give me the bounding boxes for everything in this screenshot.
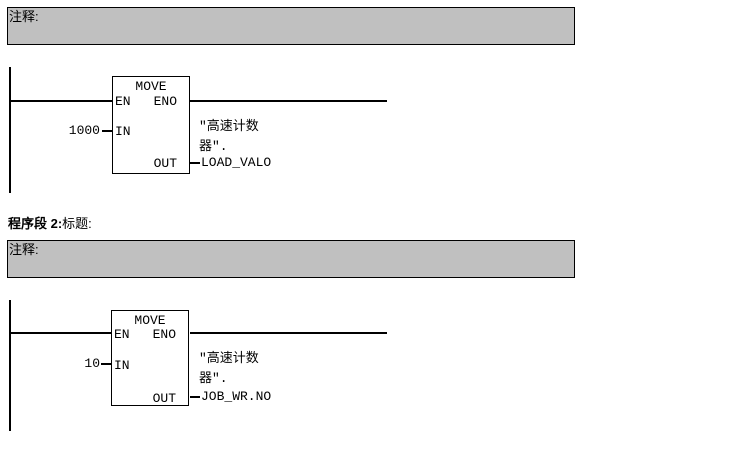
network1-in-wire <box>102 130 112 132</box>
network1-eno-wire <box>190 100 387 102</box>
network1-block-title: MOVE <box>135 79 167 94</box>
network1-move-block[interactable]: MOVE EN ENO IN OUT <box>112 76 190 174</box>
network2-header[interactable]: 程序段 2:标题: <box>8 216 92 231</box>
network2-out-wire <box>190 396 200 398</box>
network2-out-operand[interactable]: JOB_WR.NO <box>201 389 272 404</box>
network1-en-wire <box>9 100 112 102</box>
network1-power-rail <box>9 67 11 193</box>
network1-db-label-line1[interactable]: "高速计数 <box>199 119 259 134</box>
network1-pin-in: IN <box>115 124 131 139</box>
network2-header-number: 程序段 2: <box>8 216 63 231</box>
network1-pin-en: EN <box>115 94 131 109</box>
network2-header-title: 标题: <box>62 216 92 231</box>
network1-db-label-line2[interactable]: 器". <box>199 139 228 154</box>
network2-power-rail <box>9 300 11 431</box>
network1-out-operand[interactable]: LOAD_VALO <box>201 155 272 170</box>
network2-move-block[interactable]: MOVE EN ENO IN OUT <box>111 310 189 406</box>
network2-block-title: MOVE <box>134 313 166 328</box>
network1-comment-label: 注释: <box>9 9 39 24</box>
network2-db-label-line1[interactable]: "高速计数 <box>199 351 259 366</box>
network2-in-wire <box>101 363 111 365</box>
network2-db-label-line2[interactable]: 器". <box>199 371 228 386</box>
network2-comment-box[interactable]: 注释: <box>7 240 575 278</box>
network2-in-operand[interactable]: 10 <box>84 356 100 371</box>
network2-pin-en: EN <box>114 327 130 342</box>
network2-comment-label: 注释: <box>9 242 39 257</box>
network1-out-wire <box>190 162 200 164</box>
network1-comment-box[interactable]: 注释: <box>7 7 575 45</box>
network1-in-operand[interactable]: 1000 <box>68 123 100 138</box>
network2-pin-in: IN <box>114 358 130 373</box>
network2-pin-out: OUT <box>152 391 176 406</box>
network2-pin-eno: ENO <box>152 327 176 342</box>
network2-eno-wire <box>190 332 387 334</box>
network1-pin-out: OUT <box>153 156 177 171</box>
network1-pin-eno: ENO <box>153 94 177 109</box>
network2-en-wire <box>9 332 111 334</box>
